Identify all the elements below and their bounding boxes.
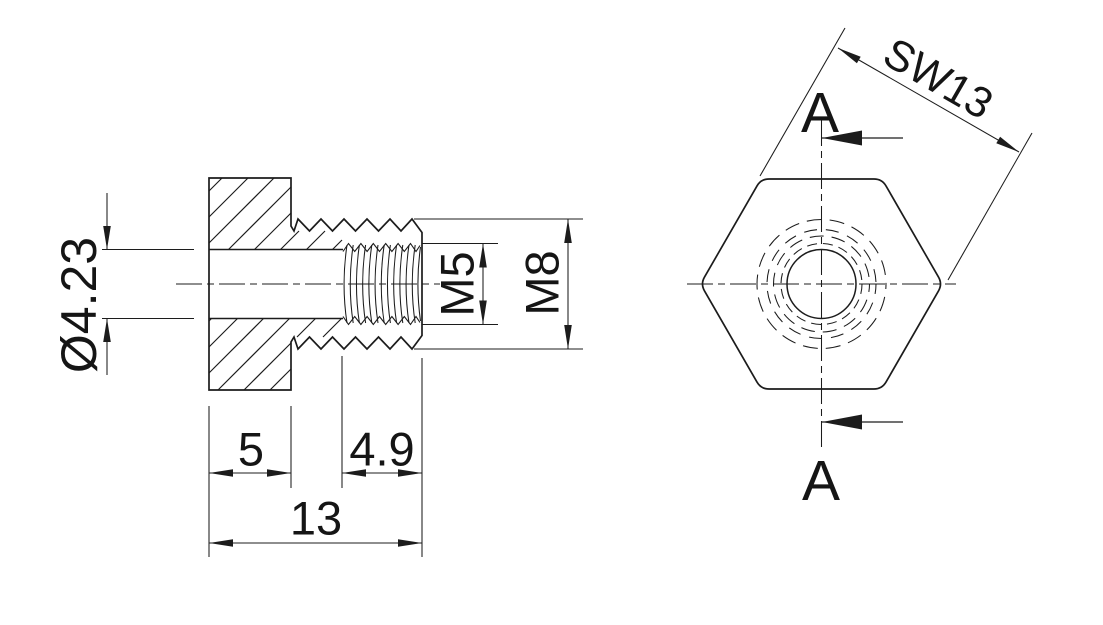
total-length-label: 13: [290, 492, 342, 545]
section-marker-top: A: [801, 81, 903, 146]
dim-m5: M5: [422, 242, 498, 326]
section-letter-top: A: [801, 81, 839, 145]
thread-outer-label: M8: [516, 250, 569, 315]
width-across-flats-label: SW13: [875, 29, 1000, 129]
hatching-top: [208, 177, 343, 250]
dim-diameter: Ø4.23: [51, 193, 194, 375]
dim-m8: M8: [414, 218, 583, 350]
end-view: [687, 120, 956, 447]
hex-outline: [701, 178, 942, 390]
part-outline: [208, 177, 423, 391]
bore-lines: [209, 248, 343, 320]
section-letter-bottom: A: [802, 449, 840, 513]
section-marker-bottom: A: [802, 414, 903, 513]
dim-total-length: 13: [209, 492, 422, 547]
dim-width-across-flats: SW13: [759, 27, 1033, 281]
diameter-label: Ø4.23: [51, 237, 107, 373]
head-length-label: 5: [238, 423, 264, 476]
section-view: [176, 177, 440, 391]
internal-thread-crests: [342, 242, 421, 326]
thread-inner-label: M5: [431, 251, 484, 316]
thread-length-label: 4.9: [349, 423, 414, 476]
dim-head-length: 5: [208, 406, 292, 557]
dim-thread-length: 4.9: [341, 356, 423, 557]
hatching-bottom: [208, 318, 342, 391]
